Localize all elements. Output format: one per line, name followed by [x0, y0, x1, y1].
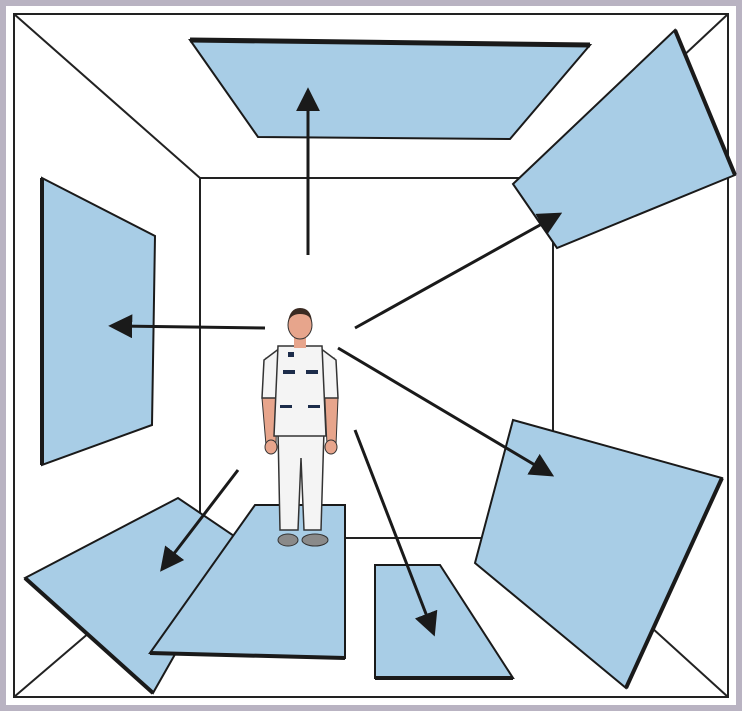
- arrow-left: [113, 326, 265, 328]
- chest-pocket-right: [306, 370, 318, 374]
- tunic: [274, 346, 326, 436]
- right-shoe: [302, 534, 328, 546]
- left-shoe: [278, 534, 298, 546]
- collar-badge: [288, 352, 294, 357]
- left-hand: [265, 440, 277, 454]
- belt-left: [280, 405, 292, 408]
- chest-pocket-left: [283, 370, 295, 374]
- right-hand: [325, 440, 337, 454]
- belt-right: [308, 405, 320, 408]
